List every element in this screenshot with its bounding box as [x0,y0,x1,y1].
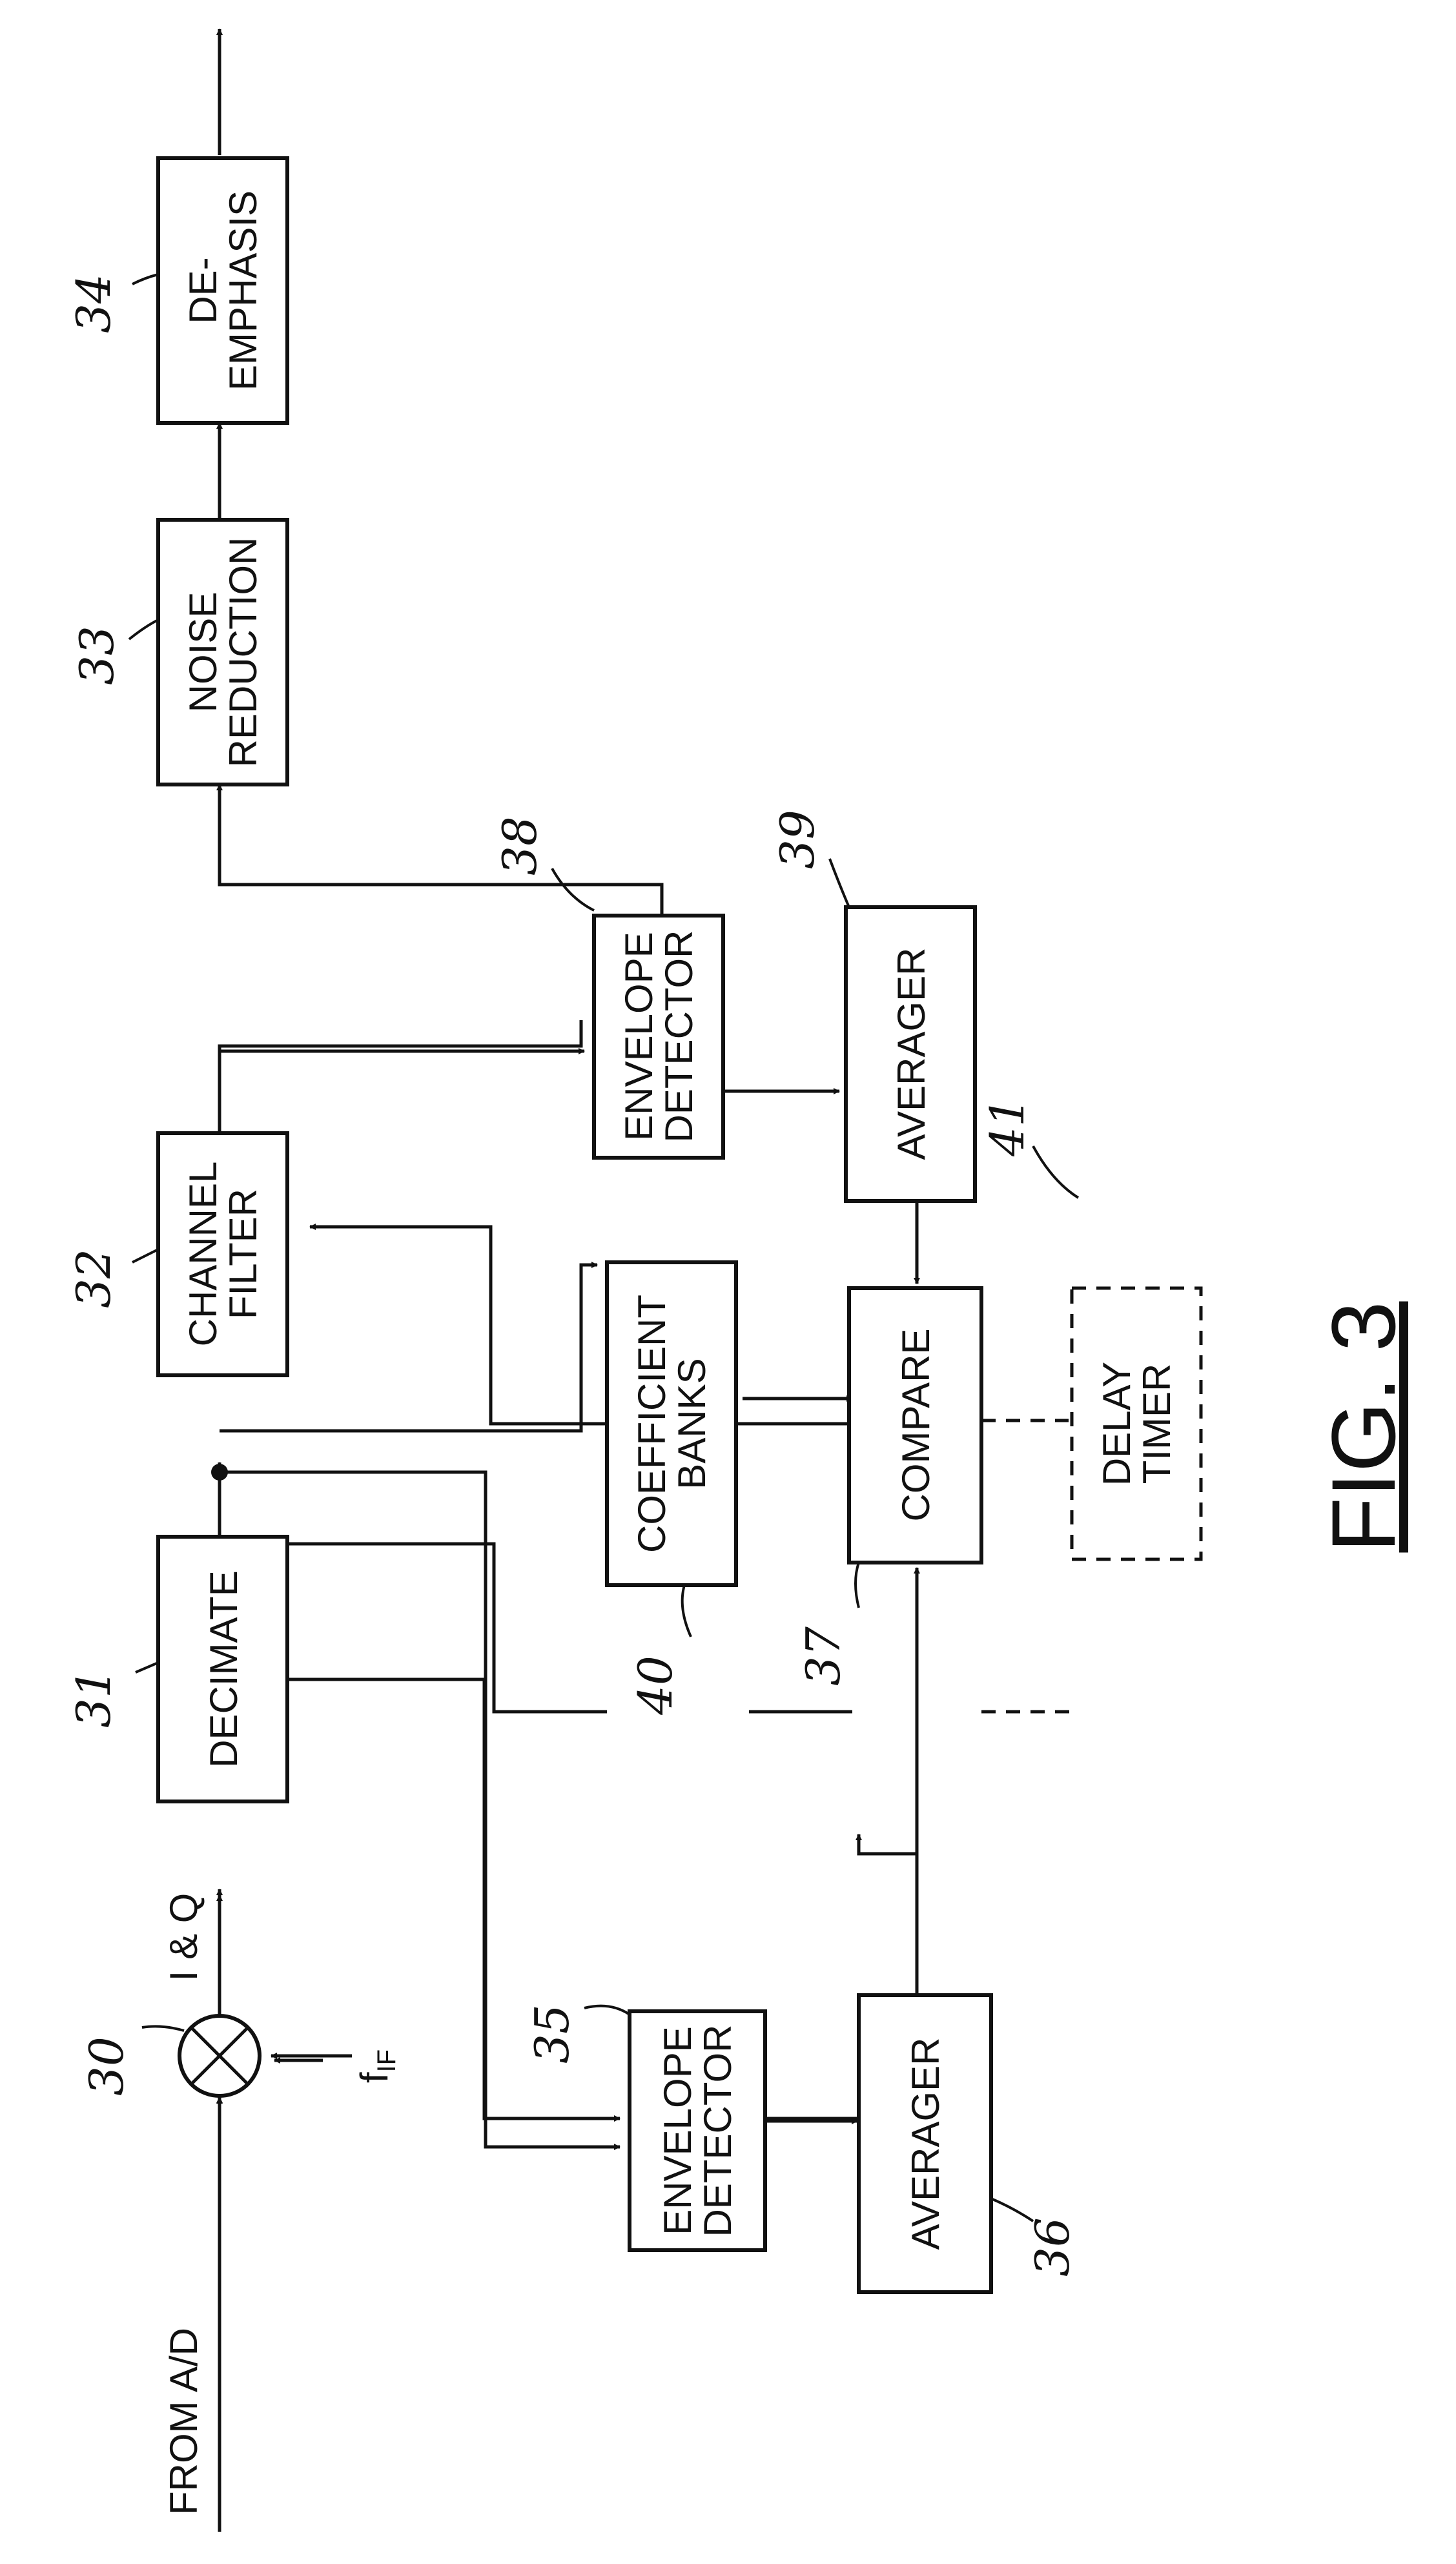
ref-31: 31 [67,1668,121,1728]
ref-33: 33 [70,626,124,685]
mixer-symbol [179,2016,260,2096]
svg-text:AVERAGER: AVERAGER [904,2038,947,2250]
ref-34-lead [132,274,158,284]
block-delay-timer: DELAYTIMER [1072,1288,1201,1559]
label-fif: fIF [353,2049,401,2083]
block-envelope-detector-38: ENVELOPEDETECTOR [594,916,723,1158]
ref-41-lead [1033,1146,1078,1198]
block-decimate: DECIMATE [158,1537,287,1801]
wire-avg36-compare [859,1834,917,1996]
label-from-ad: FROM A/D [162,2328,205,2515]
block-channel-filter: CHANNELFILTER [158,1133,287,1375]
ref-37: 37 [796,1626,850,1686]
wire-chan-to-env38 [220,1020,581,1130]
figure-label: FIG. 3 [1313,1302,1414,1553]
ref-40: 40 [628,1656,682,1716]
ref-32-lead [132,1249,158,1262]
ref-36-lead [991,2199,1033,2221]
svg-text:fIF: fIF [353,2049,401,2083]
wire-chan-to-env38-b [220,1051,584,1131]
block-averager-39: AVERAGER [846,907,975,1201]
label-iq: I & Q [162,1893,205,1982]
ref-39: 39 [770,810,825,869]
ref-34: 34 [67,274,121,333]
svg-text:COMPARE: COMPARE [894,1329,938,1522]
ref-40-lead [682,1585,691,1637]
svg-text:ENVELOPEDETECTOR: ENVELOPEDETECTOR [617,930,701,1143]
wire-coef-chan [274,1544,607,1712]
block-compare: COMPARE [849,1288,981,1563]
block-de-emphasis: DE-EMPHASIS [158,158,287,423]
ref-38: 38 [493,816,547,876]
svg-text:CHANNELFILTER: CHANNELFILTER [181,1162,265,1347]
svg-text:DECIMATE: DECIMATE [202,1570,245,1768]
ref-36: 36 [1025,2217,1080,2277]
svg-text:DELAYTIMER: DELAYTIMER [1095,1362,1178,1486]
ref-32: 32 [67,1249,121,1308]
ref-30-lead [142,2026,184,2031]
svg-text:AVERAGER: AVERAGER [890,948,933,1160]
ref-31-lead [136,1663,158,1672]
block-averager-36: AVERAGER [859,1995,991,2292]
ref-37-lead [856,1563,859,1608]
svg-text:ENVELOPEDETECTOR: ENVELOPEDETECTOR [656,2025,739,2237]
wire-env38-to-noise [220,785,662,916]
block-noise-reduction: NOISEREDUCTION [158,520,287,785]
ref-41: 41 [980,1097,1034,1157]
ref-33-lead [129,620,158,639]
block-coefficient-banks: COEFFICIENTBANKS [607,1262,736,1585]
ref-38-lead [552,868,594,910]
block-envelope-detector-35: ENVELOPEDETECTOR [630,2011,765,2250]
ref-30: 30 [79,2036,134,2096]
ref-35-lead [584,2006,630,2015]
ref-39-lead [830,859,849,907]
wire-coef-to-chan [310,1227,607,1424]
ref-35: 35 [525,2004,579,2064]
